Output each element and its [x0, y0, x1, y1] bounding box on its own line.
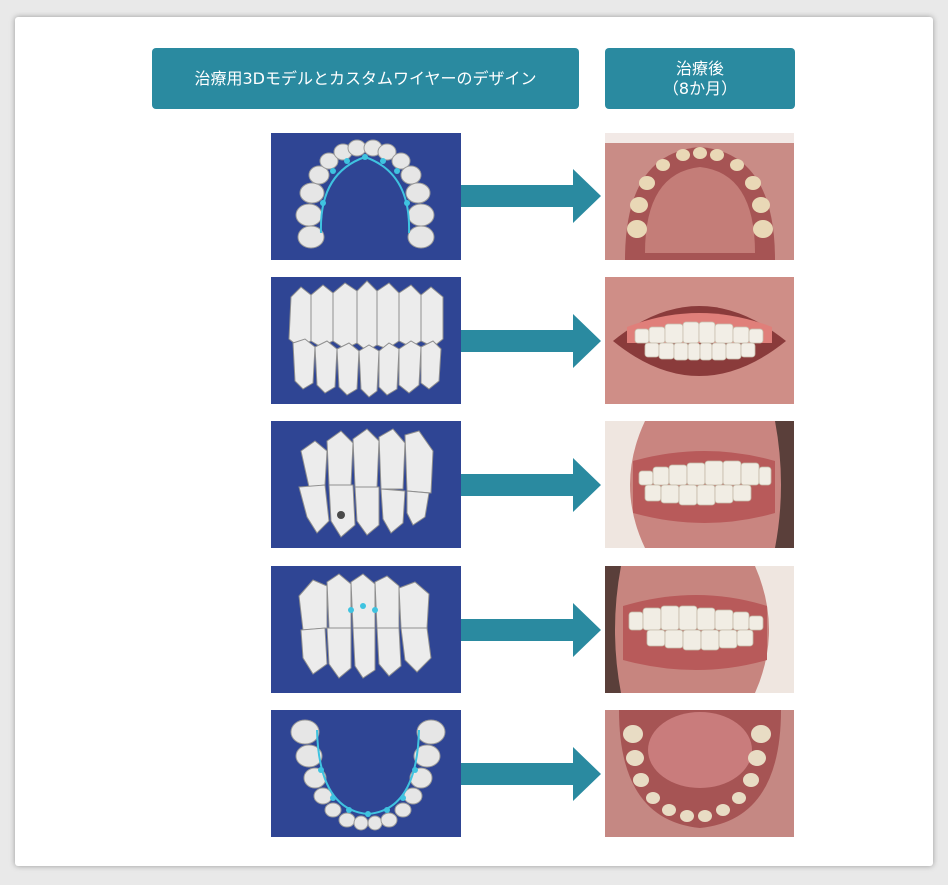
- arrow-2: [461, 314, 605, 368]
- frontal-3d-model: [271, 277, 461, 404]
- left-lateral-3d-model: [271, 566, 461, 693]
- design-header: 治療用3Dモデルとカスタムワイヤーのデザイン: [152, 48, 579, 109]
- right-lateral-photo: [605, 421, 794, 548]
- lower-arch-occlusal-3d-model: [271, 710, 461, 837]
- arrow-5: [461, 747, 605, 801]
- arrow-3: [461, 458, 605, 512]
- arrow-1: [461, 169, 605, 223]
- after-treatment-duration: （8か月）: [662, 78, 738, 98]
- left-lateral-photo: [605, 566, 794, 693]
- after-treatment-label: 治療後: [675, 58, 724, 78]
- upper-arch-occlusal-photo: [605, 133, 794, 260]
- arrow-4: [461, 603, 605, 657]
- after-treatment-header: 治療後 （8か月）: [605, 48, 795, 109]
- right-lateral-3d-model: [271, 421, 461, 548]
- frontal-smile-photo: [605, 277, 794, 404]
- upper-arch-occlusal-3d-model: [271, 133, 461, 260]
- lower-arch-occlusal-photo: [605, 710, 794, 837]
- figure-card: [15, 17, 933, 866]
- design-header-label: 治療用3Dモデルとカスタムワイヤーのデザイン: [194, 68, 537, 88]
